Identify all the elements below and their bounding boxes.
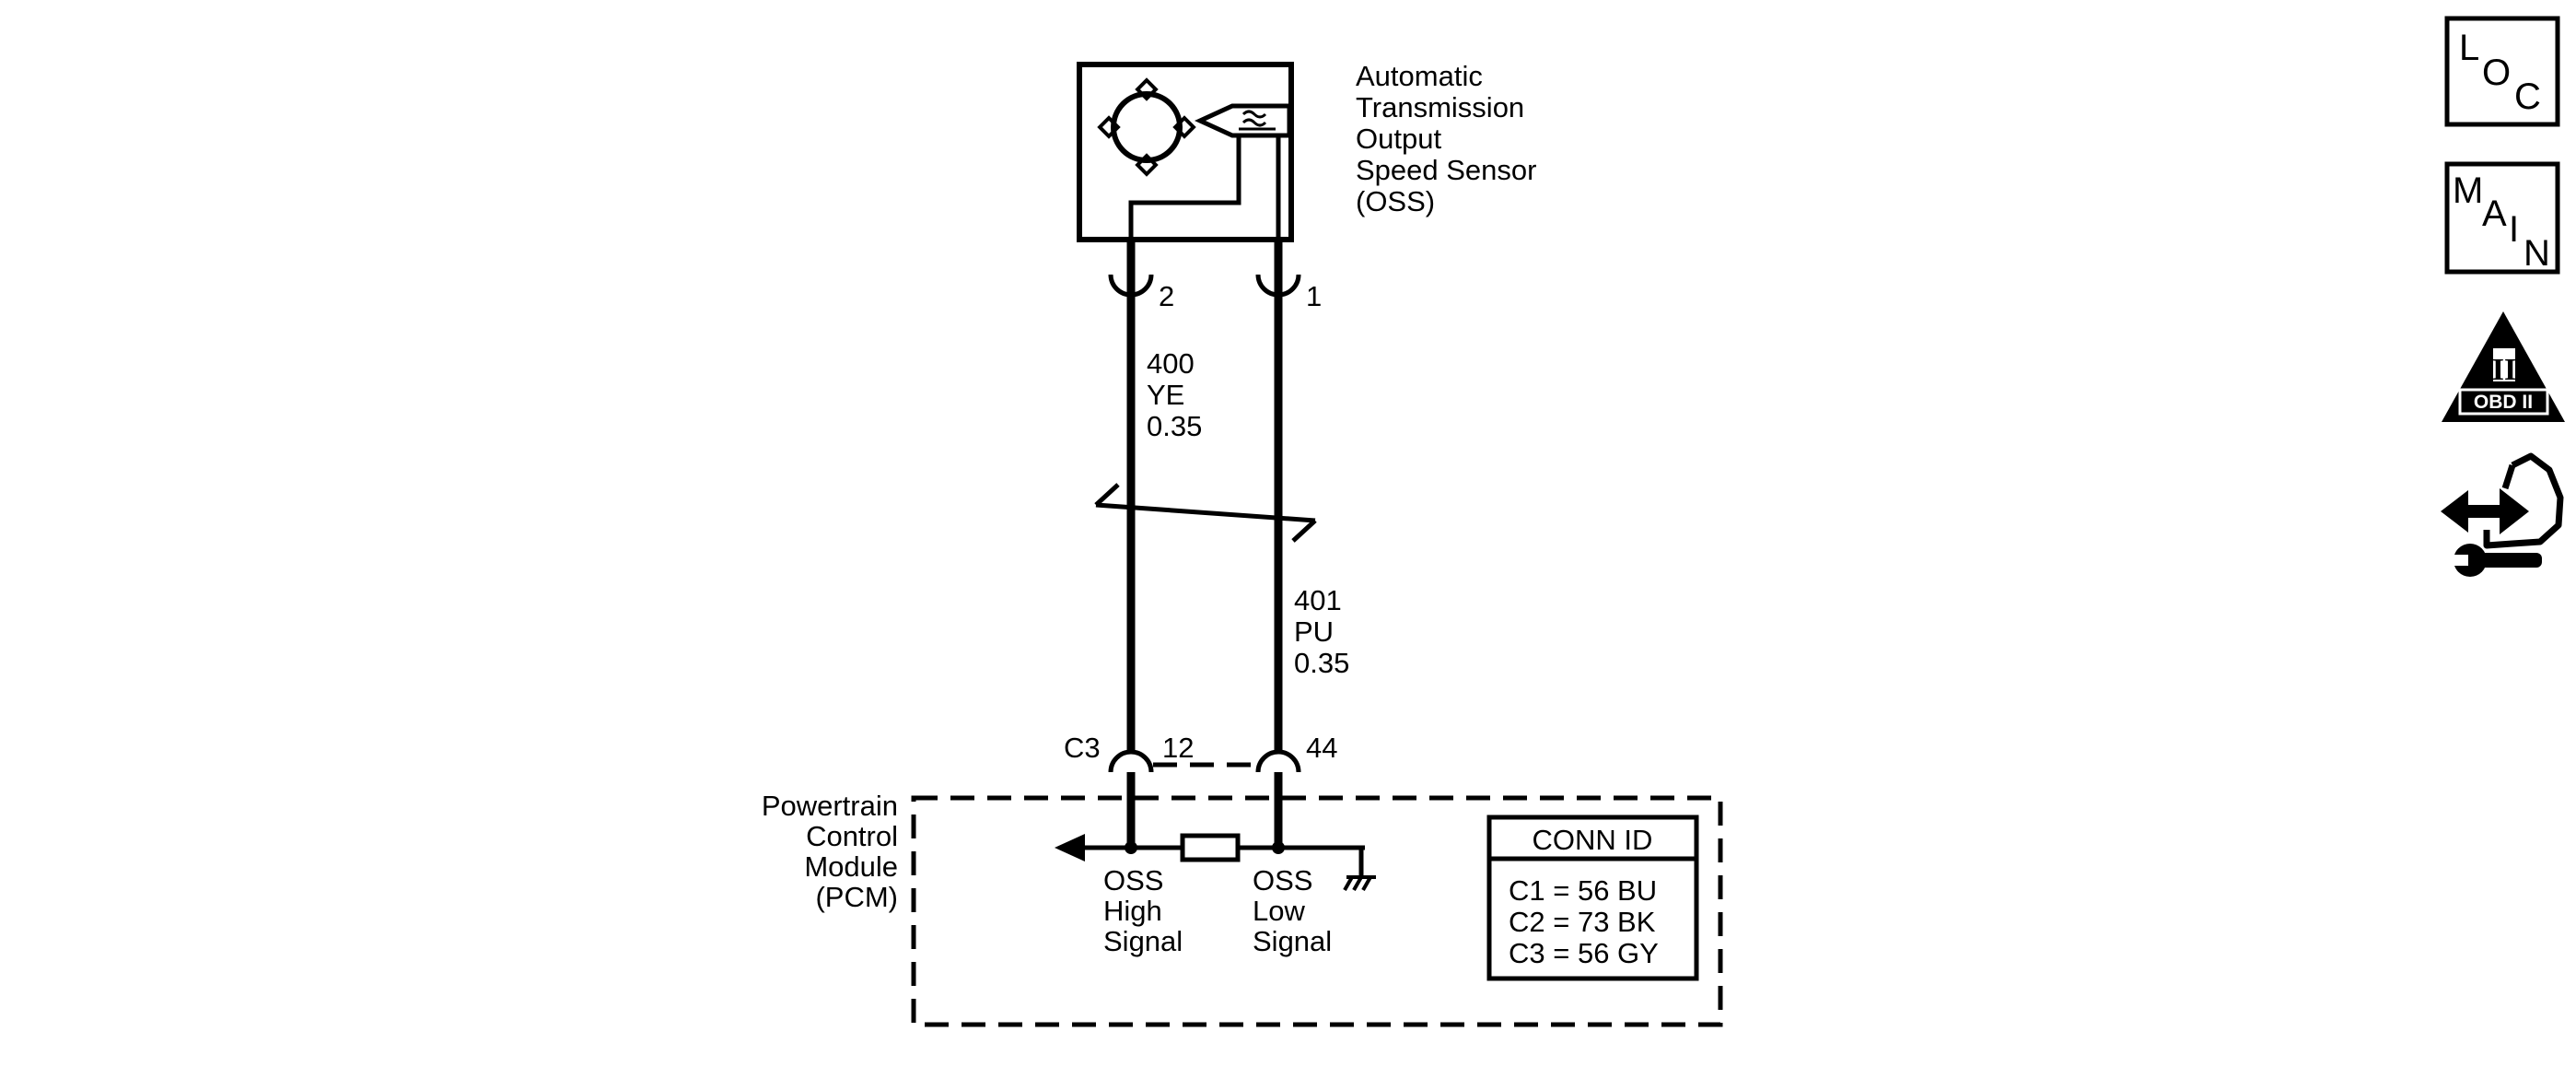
wire-400-circuit: 400 [1147,347,1195,380]
loc-icon[interactable] [2444,16,2560,127]
wrench-hand-icon[interactable] [2441,452,2564,577]
tone-wheel-icon [1097,77,1196,177]
loc-letter: C [2514,76,2541,117]
main-letter: M [2453,170,2483,211]
pcm-pin-a-label: 12 [1162,732,1194,764]
main-icon[interactable] [2444,161,2560,275]
wire-400-gauge: 0.35 [1147,410,1202,442]
sensor-pin-b-label: 1 [1306,280,1322,312]
sensor-box [1077,62,1294,242]
sensor-probe-icon [1194,103,1292,138]
oss-sensor [1077,62,1294,242]
sensor-name-line: Transmission [1356,91,1524,123]
wire-401-circuit: 401 [1294,584,1342,616]
obd-numeral: II [2492,353,2516,387]
service-button[interactable] [2441,452,2564,577]
conn-id-entry: C3 = 56 GY [1509,937,1659,969]
sensor-name-line: (OSS) [1356,185,1435,217]
main-button[interactable]: M A I N [2444,161,2560,275]
loc-letter: O [2482,53,2511,93]
signal-b-line: OSS [1253,864,1312,897]
wire-400-label: 400 YE 0.35 [1147,347,1202,442]
pcm-name: Powertrain Control Module (PCM) [762,790,898,913]
sensor-pin-a: 2 [1108,240,1174,312]
signal-a-line: High [1103,895,1162,927]
sensor-name-line: Output [1356,123,1441,155]
wire-401-gauge: 0.35 [1294,647,1349,679]
pcm-internal-circuit [1055,772,1376,891]
pcm-connector-label: C3 [1064,732,1101,764]
sensor-name-line: Automatic [1356,60,1483,92]
main-letter: A [2482,193,2507,234]
loc-letter: L [2459,28,2479,68]
sensor-name: Automatic Transmission Output Speed Sens… [1356,60,1536,217]
main-letter: I [2509,209,2519,250]
wire-401-label: 401 PU 0.35 [1294,584,1349,679]
signal-a-line: OSS [1103,864,1163,897]
signal-b-line: Signal [1253,925,1332,957]
signal-arrow-icon [1055,834,1085,861]
conn-id-entry: C1 = 56 BU [1509,874,1657,907]
pcm-pin-b-label: 44 [1306,732,1337,764]
pcm-name-line: Module [804,850,898,883]
sensor-pin-a-label: 2 [1159,280,1174,312]
loc-button[interactable]: L O C [2444,16,2560,127]
sensor-pin-b: 1 [1255,240,1322,312]
resistor-icon [1180,833,1241,862]
signal-a-line: Signal [1103,925,1183,957]
obd-label: OBD II [2474,392,2533,413]
signal-b-line: Low [1253,895,1305,927]
pcm-box [911,795,1723,1027]
oss-high-signal-label: OSS High Signal [1103,864,1183,957]
conn-id-title: CONN ID [1533,824,1653,856]
oss-low-signal-label: OSS Low Signal [1253,864,1332,957]
pcm-connector-c3: C3 12 44 [1064,732,1337,773]
obd-ii-button[interactable]: II OBD II [2442,311,2565,422]
twisted-pair-symbol [1094,483,1317,543]
pcm-name-line: (PCM) [815,881,898,913]
sensor-name-line: Speed Sensor [1356,154,1536,186]
wire-400-color: YE [1147,379,1184,411]
wire-401-color: PU [1294,615,1334,648]
conn-id-entry: C2 = 73 BK [1509,906,1656,938]
pcm-name-line: Powertrain [762,790,898,822]
ground-icon [1343,875,1376,891]
main-letter: N [2524,233,2550,274]
pcm-name-line: Control [806,820,898,852]
conn-id-table: CONN ID C1 = 56 BU C2 = 73 BK C3 = 56 GY [1486,815,1699,981]
